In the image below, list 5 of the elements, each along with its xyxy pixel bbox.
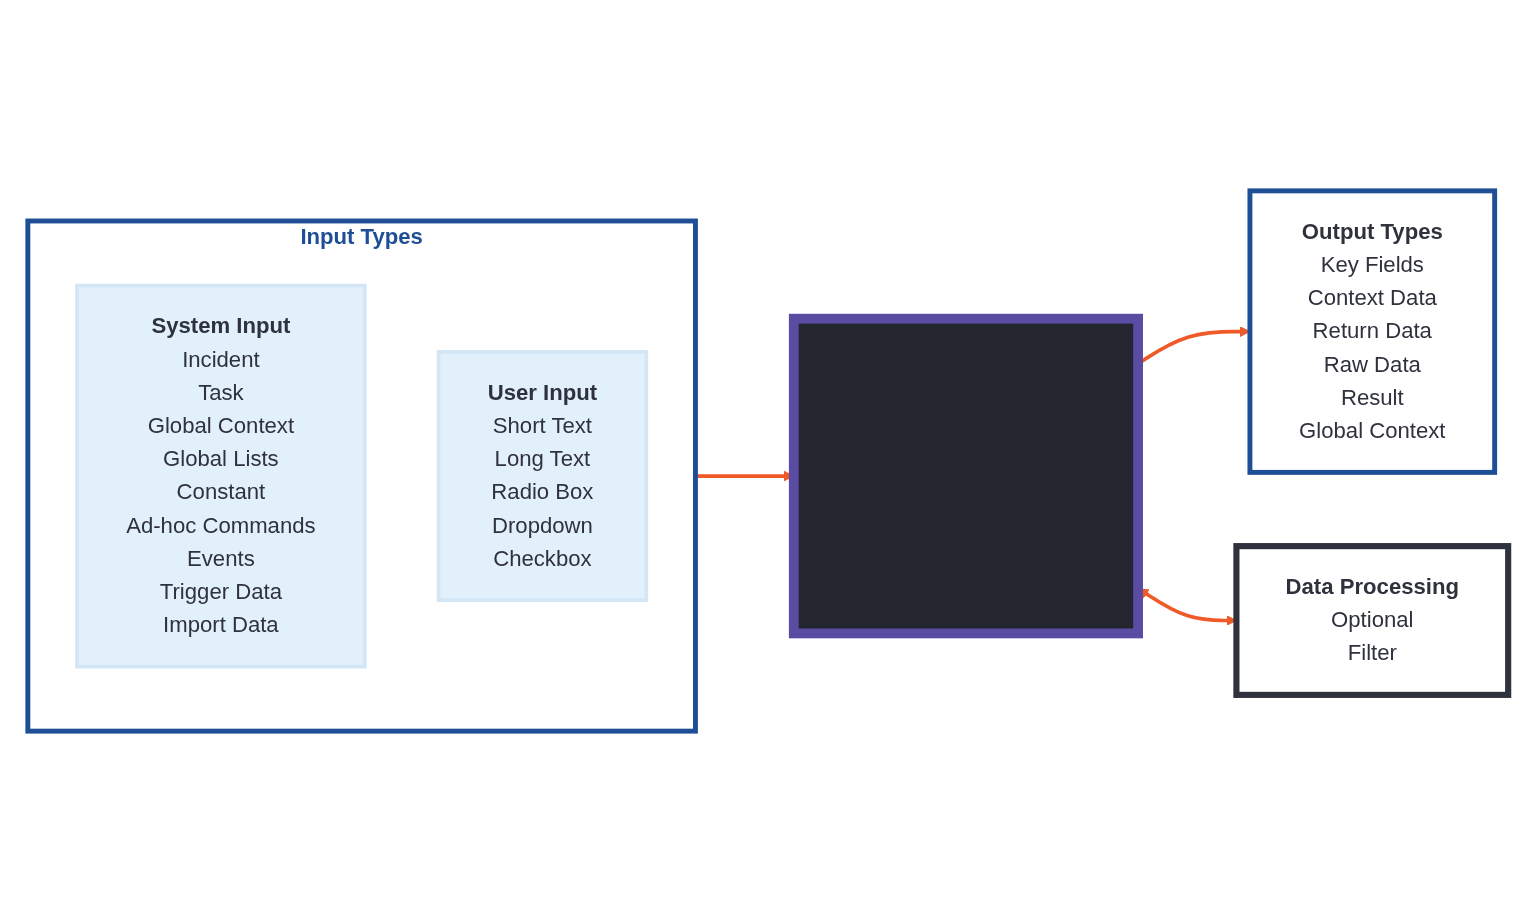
node-box: Data Processing Optional Filter xyxy=(1232,543,1511,698)
node-box: Output Types Key Fields Context Data Return Data Raw Data Result Global Context xyxy=(1246,188,1497,475)
node-box xyxy=(788,313,1143,639)
node-box: System Input Incident Task Global Context Global Lists Constant Ad-hoc Commands Events Trigger Data Import Data xyxy=(74,283,367,669)
node-box: User Input Short Text Long Text Radio Box Dropdown Checkbox xyxy=(436,350,648,603)
